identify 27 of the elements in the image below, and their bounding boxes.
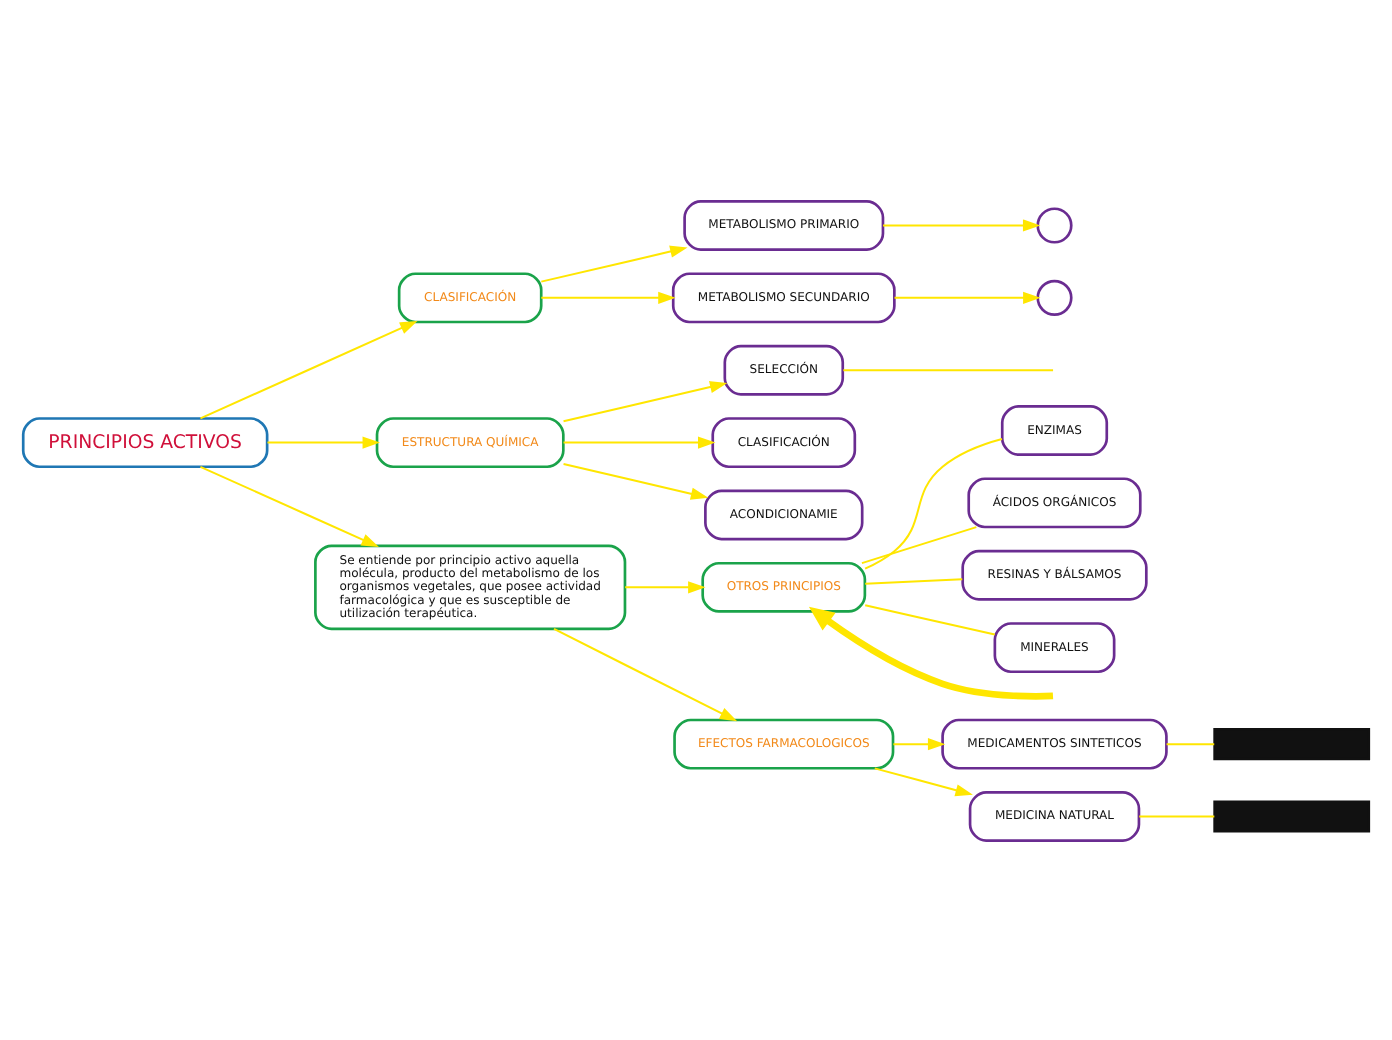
arrow xyxy=(200,464,379,546)
connector xyxy=(1166,742,1215,745)
arrow xyxy=(874,766,973,796)
arrow xyxy=(563,380,728,422)
arrow xyxy=(200,319,418,419)
connector xyxy=(865,577,963,584)
arrow xyxy=(563,462,709,499)
arrow xyxy=(553,627,738,721)
arrow xyxy=(625,580,706,593)
arrow xyxy=(267,435,380,448)
node-box xyxy=(1213,799,1371,832)
arrow xyxy=(893,737,946,750)
arrow xyxy=(541,290,676,303)
arrow xyxy=(541,244,688,282)
node-circle xyxy=(1036,278,1073,315)
arrow xyxy=(563,435,716,448)
connector xyxy=(864,437,1003,569)
node-circle xyxy=(1036,206,1073,243)
connector xyxy=(1139,814,1215,817)
node-box xyxy=(1213,727,1371,760)
arrow xyxy=(894,290,1041,303)
connector xyxy=(843,368,1054,371)
arrow xyxy=(808,605,1054,699)
connector xyxy=(864,603,995,635)
node-box: PRINCIPIOS ACTIVOS xyxy=(21,416,269,468)
connector xyxy=(861,525,977,564)
arrow xyxy=(883,218,1041,231)
